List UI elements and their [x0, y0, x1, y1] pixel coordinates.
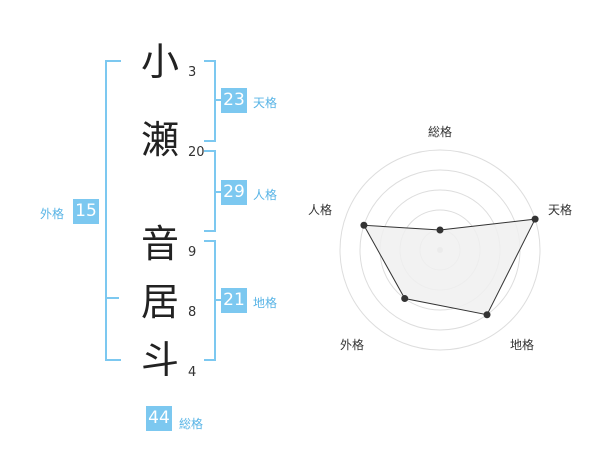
name-char-1: 小: [140, 40, 179, 84]
name-char-5: 斗: [140, 338, 179, 382]
gaikaku-label: 外格: [40, 207, 65, 221]
radar-grid-ring: [339, 149, 541, 351]
chikaku-tick: [214, 299, 221, 301]
gaikaku-bracket: [105, 60, 121, 361]
tenkaku-bracket: [204, 60, 216, 142]
soukaku-label: 総格: [179, 417, 204, 431]
stroke-count-2: 20: [188, 145, 205, 160]
radar-point-4: [360, 221, 368, 229]
gaikaku-value: 15: [73, 199, 99, 224]
stroke-count-5: 4: [188, 365, 197, 380]
stroke-count-3: 9: [188, 245, 197, 260]
radar-axis-label-chikaku: 地格: [510, 338, 535, 352]
gaikaku-bracket-tick: [105, 297, 119, 299]
radar-axis-label-gaikaku: 外格: [340, 338, 365, 352]
chikaku-value: 21: [221, 288, 247, 313]
chikaku-label: 地格: [253, 296, 278, 310]
tenkaku-value: 23: [221, 88, 247, 113]
name-char-2: 瀬: [140, 118, 179, 162]
radar-points: [360, 215, 539, 319]
name-char-3: 音: [140, 222, 179, 266]
stroke-count-1: 3: [188, 65, 197, 80]
stroke-count-4: 8: [188, 305, 197, 320]
radar-data-polygon: [363, 218, 536, 316]
radar-axis-label-tenkaku: 天格: [548, 203, 573, 217]
tenkaku-tick: [214, 99, 221, 101]
radar-axis-label-soukaku: 総格: [428, 125, 453, 139]
soukaku-value: 44: [146, 406, 172, 431]
radar-point-2: [483, 311, 491, 319]
radar-axis-label-jinkaku: 人格: [308, 203, 333, 217]
jinkaku-value: 29: [221, 180, 247, 205]
radar-point-3: [401, 295, 409, 303]
jinkaku-tick: [214, 191, 221, 193]
radar-point-0: [436, 226, 444, 234]
jinkaku-label: 人格: [253, 188, 278, 202]
name-char-4: 居: [140, 280, 179, 324]
radar-point-1: [531, 215, 539, 223]
tenkaku-label: 天格: [253, 96, 278, 110]
